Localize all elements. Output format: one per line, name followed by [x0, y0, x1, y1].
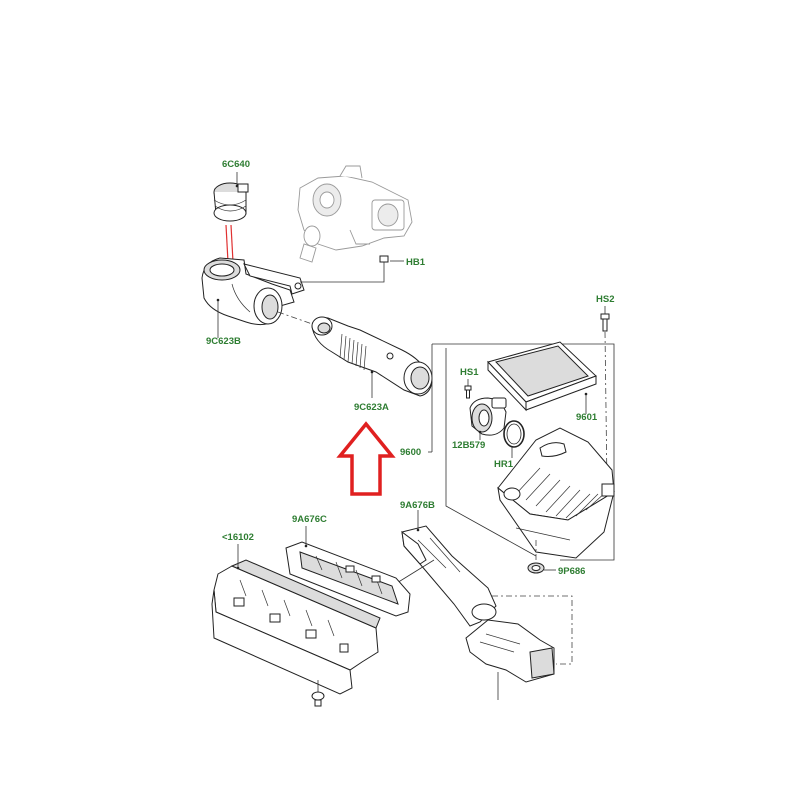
- highlight-stud-line: [225, 224, 229, 263]
- callout-HR1: HR1: [494, 459, 514, 470]
- callout-9C623B: 9C623B: [206, 336, 241, 347]
- callout-9P686: 9P686: [558, 566, 585, 577]
- screw-HS1: [464, 385, 472, 399]
- callout-9A676B: 9A676B: [400, 500, 435, 511]
- callout-6C640: 6C640: [222, 159, 250, 170]
- callout-9601: 9601: [576, 412, 598, 423]
- callout-HS1: HS1: [460, 367, 479, 378]
- duct-9C623A: [311, 316, 433, 397]
- highlight-arrow: [336, 421, 396, 496]
- airbox-housing: [497, 427, 615, 559]
- panel-clip: [311, 691, 325, 707]
- highlight-stud-line: [230, 224, 234, 263]
- callout-9A676C: 9A676C: [292, 514, 327, 525]
- callout-HB1: HB1: [406, 257, 426, 268]
- bolt-HB1: [379, 255, 389, 274]
- duct-9C623B: [201, 257, 305, 326]
- turbocharger-ghost: [297, 165, 413, 263]
- hose-6C640: [213, 182, 249, 222]
- callout-9C623A: 9C623A: [354, 402, 389, 413]
- duct-lower-outlet: [465, 619, 555, 683]
- callout-16102: <16102: [222, 532, 254, 543]
- screw-HS2: [600, 313, 610, 332]
- deflector-9A676C: [285, 541, 411, 617]
- sensor-12B579: [469, 397, 507, 436]
- callout-9600: 9600: [400, 447, 421, 458]
- filter-element-9601: [487, 341, 597, 412]
- oring-HR1: [503, 420, 525, 448]
- duct-9A676B: [401, 525, 497, 627]
- callout-HS2: HS2: [596, 294, 614, 305]
- panel-16102: [211, 559, 381, 695]
- grommet-9P686: [527, 562, 545, 574]
- callout-12B579: 12B579: [452, 440, 485, 451]
